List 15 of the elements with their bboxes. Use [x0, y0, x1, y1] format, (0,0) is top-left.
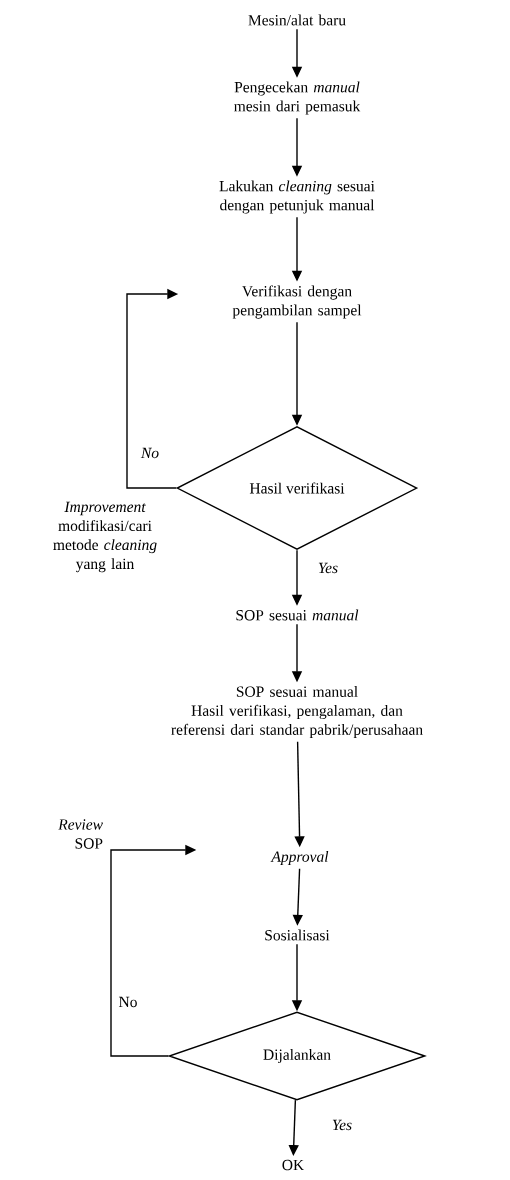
- edge-label: No: [117, 995, 139, 1009]
- annotation-text: Review SOP: [58, 819, 103, 849]
- step-text: OK: [282, 1159, 304, 1171]
- step-text: Sosialisasi: [265, 929, 330, 941]
- step-text: SOP sesuai manual Hasil verifikasi, pengalaman, dan referensi dari standar pabrik/perusahaan: [171, 685, 423, 739]
- edge-label: No: [139, 446, 161, 460]
- step-text: Verifikasi dengan pengambilan sampel: [232, 285, 362, 319]
- step-text: Mesin/alat baru: [248, 14, 346, 26]
- step-text: SOP sesuai manual: [236, 609, 359, 621]
- step-text: Pengecekan manual mesin dari pemasuk: [234, 81, 361, 115]
- step-text: Lakukan cleaning sesuai dengan petunjuk manual: [219, 180, 375, 214]
- annotation-text: Improvement modifikasi/cari metode cleaning yang lain: [53, 501, 157, 573]
- edge-label: Yes: [330, 1118, 354, 1132]
- step-text: Approval: [270, 850, 329, 865]
- edge-label: Yes: [316, 561, 340, 575]
